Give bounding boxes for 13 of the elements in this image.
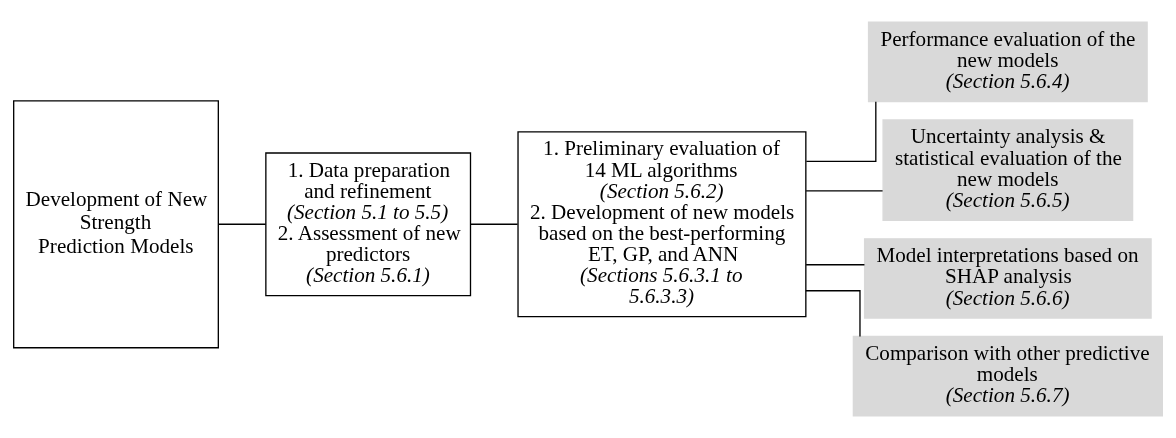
node-box: Performance evaluation of the new models (Section 5.6.4) xyxy=(867,21,1148,103)
node-box: 1. Preliminary evaluation of 14 ML algorithms (Section 5.6.2) 2. Development of new models based on the best-performing ET, GP, and ANN (Sections 5.6.3.1 to 5.6.3.3) xyxy=(517,131,807,318)
connector xyxy=(805,290,861,338)
connector xyxy=(805,190,884,192)
connector xyxy=(805,264,866,266)
connector xyxy=(217,223,267,225)
node-box: Comparison with other predictive models (Section 5.6.7) xyxy=(852,335,1163,417)
connector xyxy=(469,223,519,225)
node-box: Model interpretations based on SHAP analysis (Section 5.6.6) xyxy=(863,238,1152,319)
node-box: Uncertainty analysis & statistical evaluation of the new models (Section 5.6.5) xyxy=(882,119,1134,221)
connector xyxy=(805,101,877,162)
node-box: Development of New Strength Prediction Models xyxy=(13,100,219,349)
node-box: 1. Data preparation and refinement (Section 5.1 to 5.5) 2. Assessment of new predictors (Section 5.6.1) xyxy=(265,152,472,297)
